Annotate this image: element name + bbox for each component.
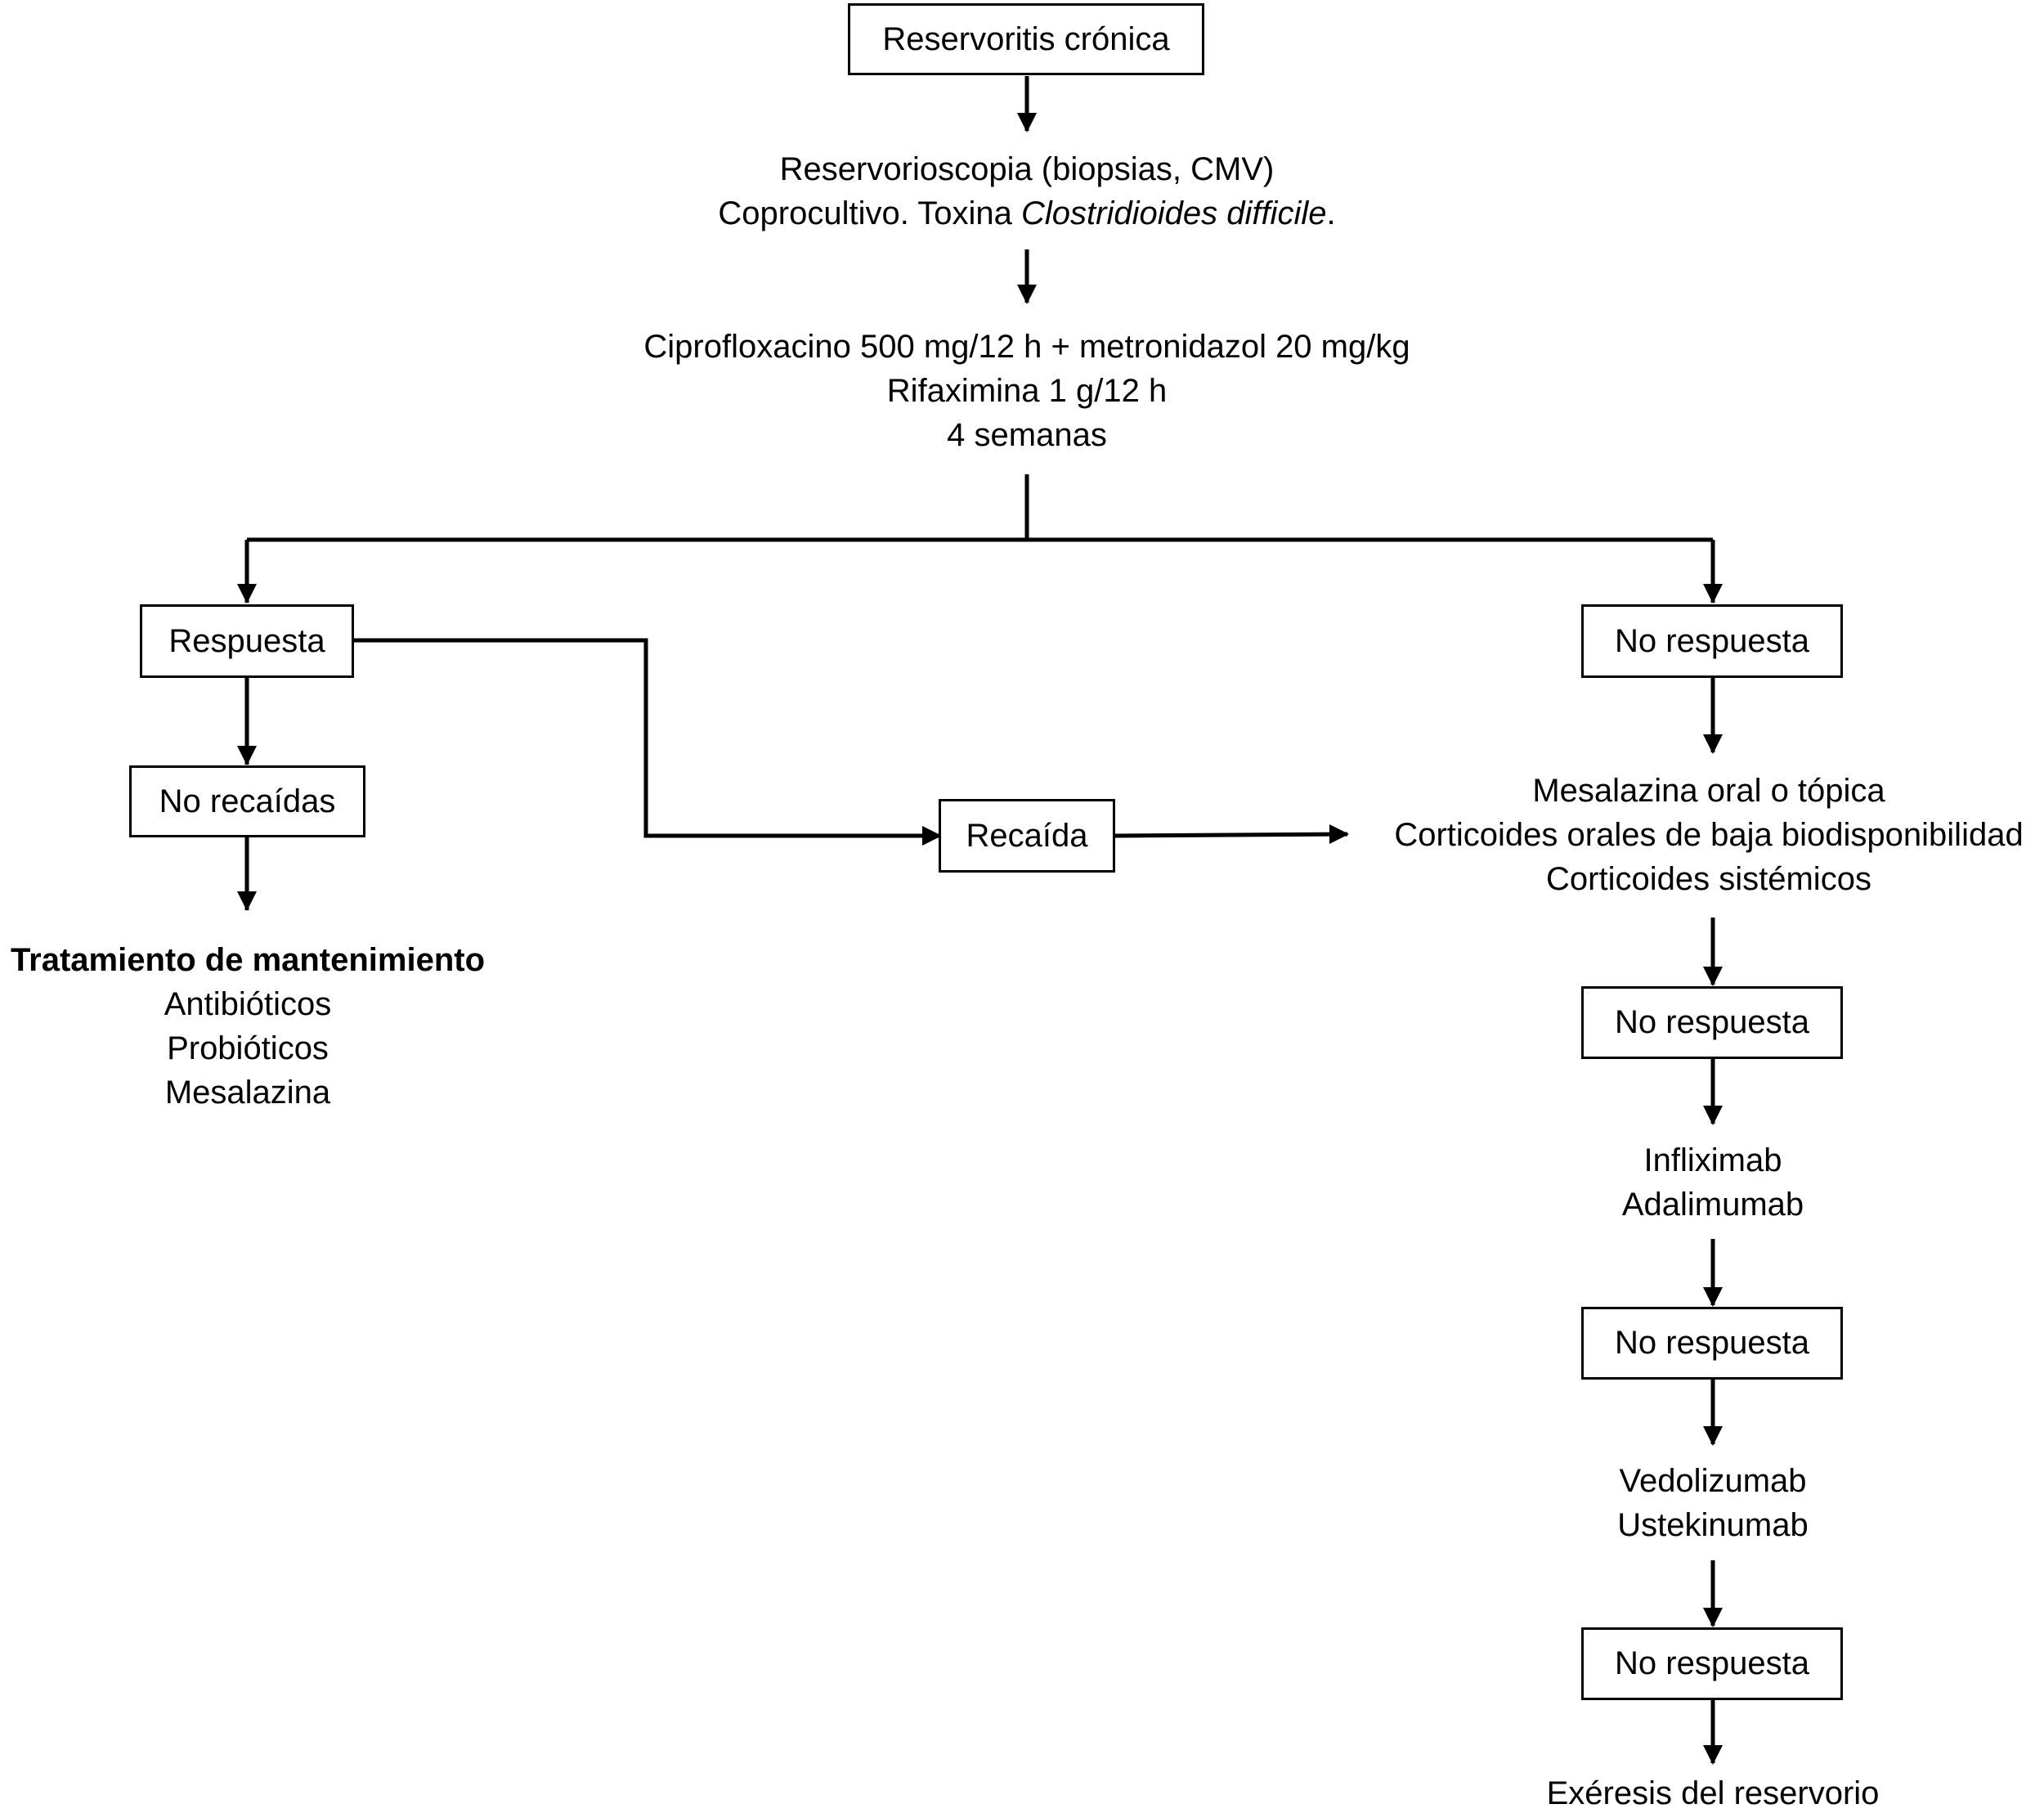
maintenance-title: Tratamiento de mantenimiento bbox=[10, 942, 486, 978]
arrowhead bbox=[237, 584, 257, 604]
biologics-line-2: Ustekinumab bbox=[1617, 1507, 1809, 1543]
diagnostics-text: Reservorioscopia (biopsias, CMV) Coprocu… bbox=[618, 147, 1436, 236]
no-response-node-1: No respuesta bbox=[1581, 604, 1843, 678]
anti-tnf-text: Infliximab Adalimumab bbox=[1549, 1138, 1876, 1227]
no-relapse-node: No recaídas bbox=[129, 765, 365, 837]
surgery-text: Exéresis del reservorio bbox=[1508, 1775, 1917, 1812]
arrowhead bbox=[1329, 824, 1349, 844]
second-line-treatment-line-3: Corticoides sistémicos bbox=[1546, 861, 1871, 897]
diagnostics-line-2-suffix: . bbox=[1326, 195, 1336, 231]
no-response-node-1-label: No respuesta bbox=[1615, 622, 1809, 659]
surgery-line: Exéresis del reservorio bbox=[1546, 1775, 1880, 1811]
start-node-label: Reservoritis crónica bbox=[882, 20, 1170, 57]
arrow-response-to-relapse bbox=[354, 638, 940, 838]
arrowhead bbox=[1703, 1745, 1723, 1765]
second-line-treatment-line-2: Corticoides orales de baja biodisponibil… bbox=[1394, 817, 2024, 853]
biologics-text: Vedolizumab Ustekinumab bbox=[1549, 1459, 1876, 1547]
no-response-node-4: No respuesta bbox=[1581, 1627, 1843, 1700]
relapse-node: Recaída bbox=[939, 799, 1115, 873]
arrowhead bbox=[1703, 1106, 1723, 1125]
first-line-treatment-line-2: Rifaximina 1 g/12 h bbox=[886, 373, 1168, 409]
arrowhead bbox=[237, 746, 257, 765]
arrowhead bbox=[1017, 113, 1037, 132]
maintenance-item-1: Antibióticos bbox=[164, 986, 332, 1022]
arrowhead bbox=[922, 826, 942, 846]
arrowhead bbox=[1703, 1426, 1723, 1446]
arrowhead bbox=[1703, 1608, 1723, 1627]
arrowhead bbox=[1017, 285, 1037, 304]
anti-tnf-line-2: Adalimumab bbox=[1621, 1187, 1804, 1223]
diagnostics-line-2-organism: Clostridioides difficile bbox=[1020, 195, 1327, 231]
maintenance-text: Tratamiento de mantenimiento Antibiótico… bbox=[0, 938, 495, 1115]
anti-tnf-line-1: Infliximab bbox=[1643, 1142, 1782, 1178]
first-line-treatment-line-3: 4 semanas bbox=[947, 417, 1107, 453]
maintenance-item-2: Probióticos bbox=[167, 1030, 329, 1066]
no-response-node-3: No respuesta bbox=[1581, 1307, 1843, 1380]
no-relapse-node-label: No recaídas bbox=[159, 783, 336, 819]
second-line-treatment-text: Mesalazina oral o tópica Corticoides ora… bbox=[1374, 769, 2044, 901]
diagnostics-line-1: Reservorioscopia (biopsias, CMV) bbox=[779, 151, 1275, 187]
first-line-treatment-line-1: Ciprofloxacino 500 mg/12 h + metronidazo… bbox=[643, 329, 1410, 365]
arrow-relapse-to-second-line bbox=[1114, 832, 1348, 838]
diagnostics-line-2: Coprocultivo. Toxina Clostridioides diff… bbox=[618, 191, 1436, 236]
arrowhead bbox=[1703, 584, 1723, 604]
second-line-treatment-line-1: Mesalazina oral o tópica bbox=[1532, 773, 1885, 809]
arrowhead bbox=[237, 891, 257, 911]
biologics-line-1: Vedolizumab bbox=[1619, 1463, 1807, 1499]
no-response-node-2: No respuesta bbox=[1581, 986, 1843, 1059]
start-node: Reservoritis crónica bbox=[848, 3, 1204, 75]
response-node: Respuesta bbox=[140, 604, 354, 678]
arrowhead bbox=[1703, 1287, 1723, 1307]
no-response-node-2-label: No respuesta bbox=[1615, 1004, 1809, 1040]
no-response-node-4-label: No respuesta bbox=[1615, 1645, 1809, 1681]
maintenance-item-3: Mesalazina bbox=[164, 1075, 331, 1111]
diagnostics-line-2-prefix: Coprocultivo. Toxina bbox=[718, 195, 1021, 231]
no-response-node-3-label: No respuesta bbox=[1615, 1325, 1809, 1361]
response-node-label: Respuesta bbox=[168, 622, 325, 659]
first-line-treatment-text: Ciprofloxacino 500 mg/12 h + metronidazo… bbox=[536, 325, 1517, 457]
arrowhead bbox=[1703, 967, 1723, 986]
arrowhead bbox=[1703, 734, 1723, 754]
relapse-node-label: Recaída bbox=[966, 817, 1088, 854]
